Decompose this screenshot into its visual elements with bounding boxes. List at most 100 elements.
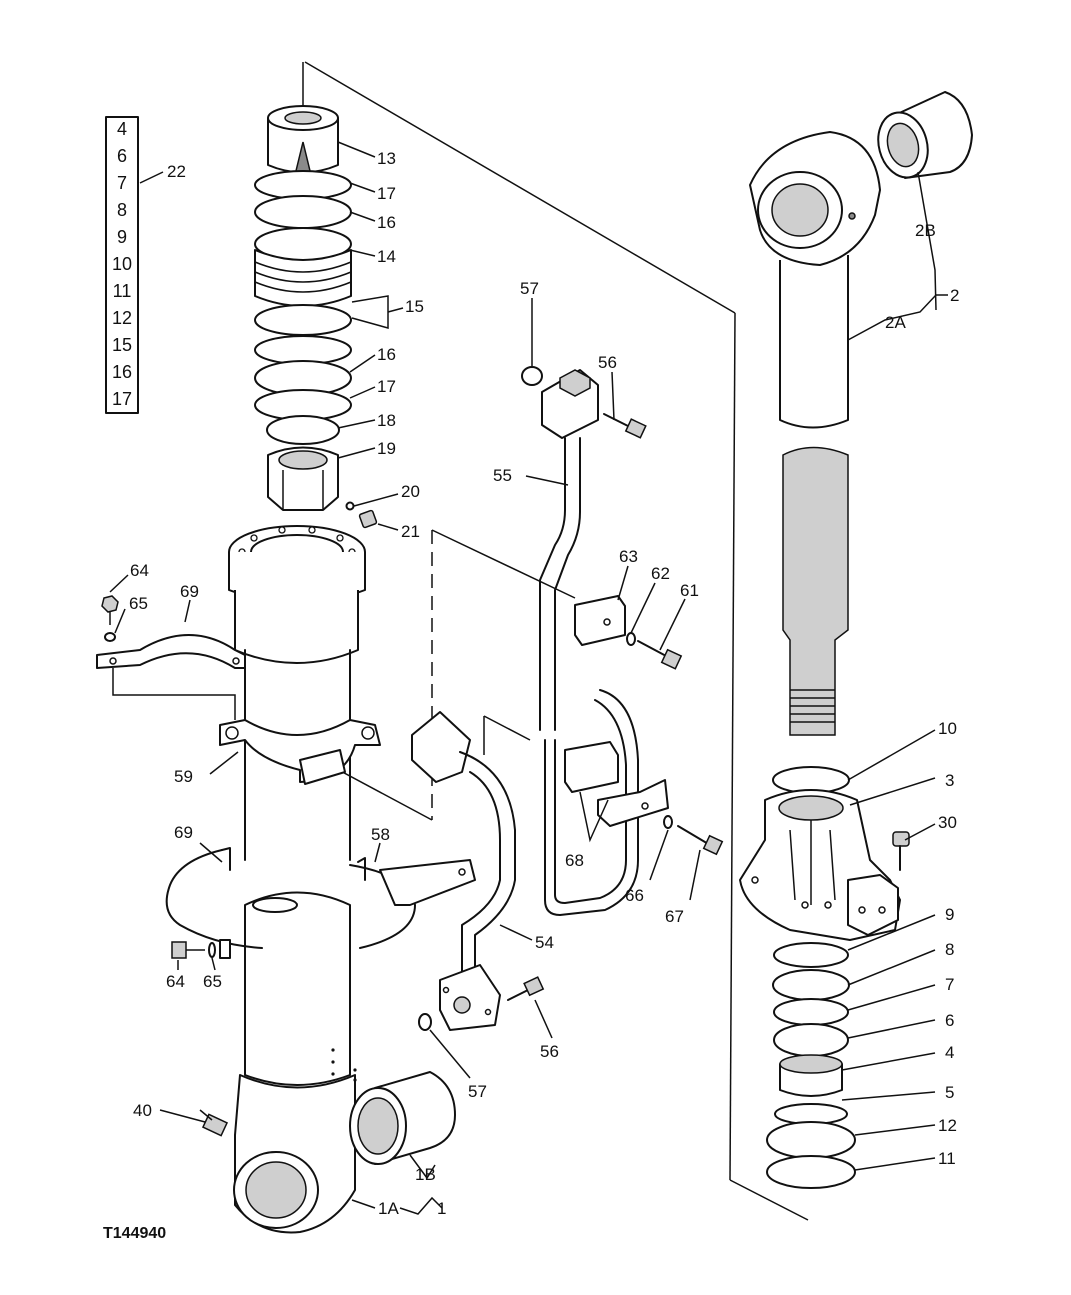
callout-16b: 16 [377,345,396,364]
callout-65-lower: 65 [203,972,222,991]
seal-ring-16 [254,195,352,229]
clamp-69-lower [165,847,416,959]
callout-17: 17 [377,184,396,203]
leader-lines [109,141,948,1215]
drawing-reference: T144940 [103,1225,166,1242]
tube-54 [459,751,516,986]
kit-item: 6 [117,146,127,166]
piston-14 [254,227,352,307]
seal-8 [772,969,850,1001]
ball-20 [345,501,355,511]
callout-8: 8 [945,940,954,959]
bolt-56-lower [507,976,545,1001]
seal-kit-box [105,116,139,414]
callout-30: 30 [938,813,957,832]
o-ring-11 [766,1155,856,1189]
callout-64-lower: 64 [166,972,185,991]
callout-17b: 17 [377,377,396,396]
callout-20: 20 [401,482,420,501]
backup-ring-12 [766,1121,856,1159]
flange-block-upper [541,369,599,439]
leader-line [139,171,164,184]
bushing-4 [779,1054,843,1097]
grease-fitting-40 [199,1109,229,1137]
callout-57-lower: 57 [468,1082,487,1101]
callout-16: 16 [377,213,396,232]
callout-69-upper: 69 [180,582,199,601]
clamp-68 [564,741,669,827]
kit-label: 22 [167,162,186,181]
washer-62 [626,632,636,646]
tube-55-edge [554,437,581,731]
seal-9 [773,942,849,968]
seal-6 [773,1023,849,1057]
callout-18: 18 [377,411,396,430]
callout-5: 5 [945,1083,954,1102]
callout-10: 10 [938,719,957,738]
callout-3: 3 [945,771,954,790]
callout-1B: 1B [415,1165,436,1184]
bushing-1B [349,1071,456,1165]
ring-18 [266,415,340,445]
callout-1: 1 [437,1199,446,1218]
kit-item: 7 [117,173,127,193]
kit-item: 17 [112,389,132,409]
callout-1A: 1A [378,1199,399,1218]
nut-19 [267,446,339,511]
callout-62: 62 [651,564,670,583]
kit-item: 8 [117,200,127,220]
callout-59: 59 [174,767,193,786]
callout-56-upper: 56 [598,353,617,372]
bolt-64-lower [171,941,205,959]
rod-guide-3 [739,789,901,941]
callout-61: 61 [680,581,699,600]
bolt-30 [892,831,910,871]
rod-eye-bushing-2B [877,91,973,179]
callout-19: 19 [377,439,396,458]
callout-40: 40 [133,1101,152,1120]
callout-4: 4 [945,1043,954,1062]
bolt-64-upper [101,595,119,625]
kit-item: 15 [112,335,132,355]
clamp-59 [219,719,381,785]
bolt-56-upper [603,413,647,439]
backup-ring-17 [254,170,352,200]
seal-7 [773,998,849,1026]
callout-9: 9 [945,905,954,924]
callout-2B: 2B [915,221,936,240]
callout-2: 2 [950,286,959,305]
wear-ring-15b [254,335,352,365]
kit-item: 11 [113,281,132,301]
kit-item: 16 [112,362,132,382]
callout-55: 55 [493,466,512,485]
tube-55 [539,437,566,731]
clamp-half-63 [574,595,626,646]
callout-63: 63 [619,547,638,566]
bolt-67 [677,825,724,856]
callout-65-upper: 65 [129,594,148,613]
callout-56-lower: 56 [540,1042,559,1061]
callout-6: 6 [945,1011,954,1030]
callout-57-upper: 57 [520,279,539,298]
elbow-fitting [411,711,471,783]
o-ring-57-lower [418,1013,432,1031]
clamp-link-line [112,668,236,720]
piston-rod-2 [749,131,881,736]
callout-15: 15 [405,297,424,316]
tube-lower-loop [544,689,639,916]
o-ring-57-upper [521,366,543,386]
kit-item: 9 [117,227,127,247]
wear-ring-15 [254,304,352,336]
callout-14: 14 [377,247,396,266]
callout-11: 11 [938,1149,956,1168]
assembly-lines [302,61,809,1221]
kit-item: 12 [112,308,132,328]
callout-66: 66 [625,886,644,905]
callout-54: 54 [535,933,554,952]
callout-69-lower: 69 [174,823,193,842]
callout-2A: 2A [885,313,906,332]
set-screw-21 [358,509,378,529]
washer-65-lower [208,942,216,958]
callout-67: 67 [665,907,684,926]
